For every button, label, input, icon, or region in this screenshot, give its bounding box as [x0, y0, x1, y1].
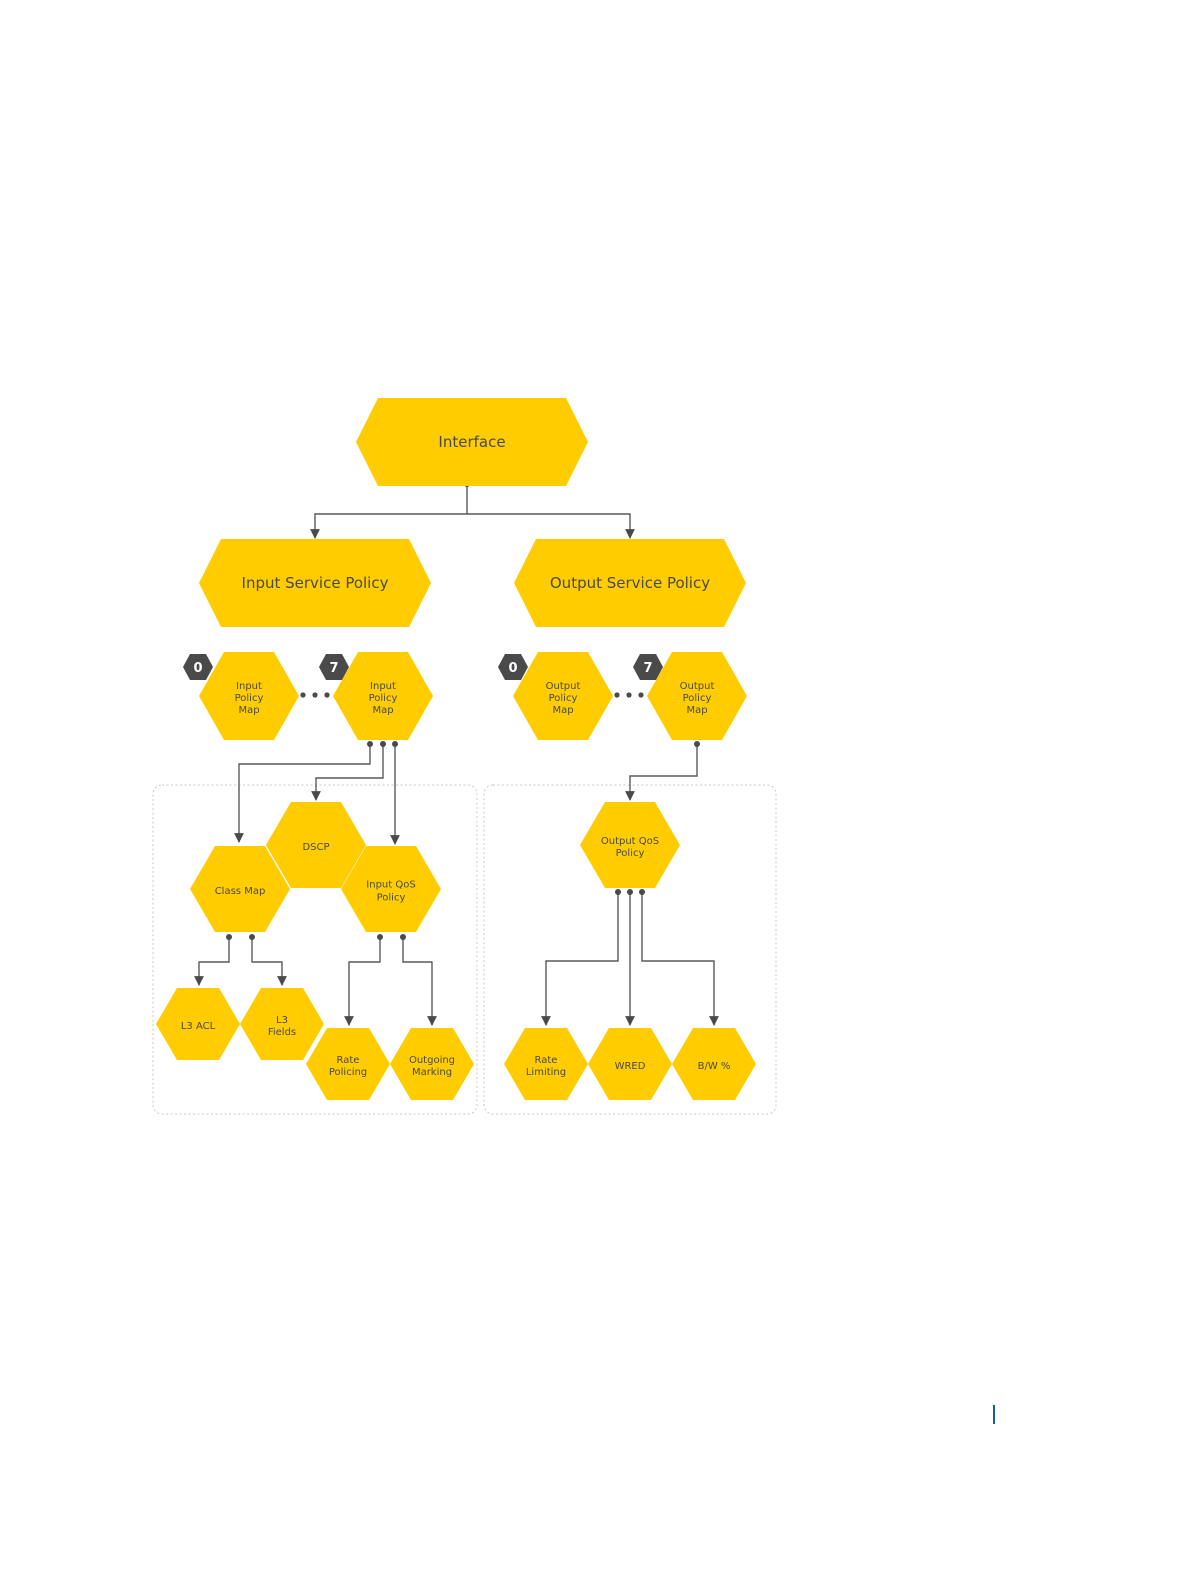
- output-policy-map-first-index-badge: 0: [498, 654, 528, 680]
- l3-fields-label-line: L3: [276, 1015, 288, 1026]
- connector-dot: [392, 741, 398, 747]
- connector-dot: [380, 741, 386, 747]
- l3-fields-label-line: Fields: [268, 1027, 296, 1038]
- output-qos-policy-label-line: Output QoS: [601, 836, 659, 847]
- input-policy-map-first-label-line: Map: [238, 705, 259, 716]
- edge-class-map-to-l3-fields: [252, 937, 282, 985]
- input-policy-map-first-label-line: Policy: [235, 693, 264, 704]
- edge-output-qos-policy-to-bw-percent: [642, 892, 714, 1025]
- edge-output-qos-policy-to-rate-limiting: [546, 892, 618, 1025]
- output-policy-map-last-label-line: Map: [686, 705, 707, 716]
- output-policy-map-first-label-line: Policy: [549, 693, 578, 704]
- rate-limiting-label-line: Rate: [535, 1055, 558, 1066]
- rate-policing-label-line: Rate: [337, 1055, 360, 1066]
- bw-percent-label-line: B/W %: [698, 1061, 731, 1072]
- output-policy-map-first-label-line: Map: [552, 705, 573, 716]
- connector-dot: [377, 934, 383, 940]
- edge-interface-to-input-service-policy: [315, 484, 467, 538]
- output-policy-map-first-index-badge-label: 0: [508, 661, 517, 676]
- connector-dot: [615, 889, 621, 895]
- input-service-policy-label-line: Input Service Policy: [242, 574, 389, 592]
- interface-label-line: Interface: [438, 433, 505, 451]
- input-policy-map-first-index-badge-label: 0: [193, 661, 202, 676]
- input-policy-map-last-label-line: Map: [372, 705, 393, 716]
- node-interface: Interface: [356, 398, 588, 486]
- node-outgoing-marking: OutgoingMarking: [390, 1028, 474, 1100]
- output-policy-map-last-label-line: Output: [680, 681, 715, 692]
- class-map-label-line: Class Map: [215, 886, 266, 897]
- edge-input-policy-map-to-dscp: [316, 744, 383, 800]
- wred-label-line: WRED: [615, 1061, 646, 1072]
- connector-dot: [639, 889, 645, 895]
- input-policy-map-last-label-line: Input: [370, 681, 396, 692]
- node-bw-percent: B/W %: [672, 1028, 756, 1100]
- node-input-service-policy: Input Service Policy: [199, 539, 431, 627]
- connector-dot: [249, 934, 255, 940]
- input-policy-map-first-label-line: Input: [236, 681, 262, 692]
- rate-policing-label-line: Policing: [329, 1067, 367, 1078]
- output-service-policy-label-line: Output Service Policy: [550, 574, 710, 592]
- page-margin-marker: [993, 1405, 995, 1424]
- output-qos-policy-label-line: Policy: [616, 848, 645, 859]
- input-qos-policy-label-line: Policy: [377, 893, 406, 904]
- connector-dot: [694, 741, 700, 747]
- node-output-service-policy: Output Service Policy: [514, 539, 746, 627]
- output-policy-map-ellipsis: [614, 692, 643, 697]
- node-l3-acl: L3 ACL: [156, 988, 240, 1060]
- l3-acl-label-line: L3 ACL: [181, 1021, 216, 1032]
- edge-class-map-to-l3-acl: [199, 937, 229, 985]
- input-policy-map-first-index-badge: 0: [183, 654, 213, 680]
- edge-input-qos-policy-to-rate-policing: [349, 937, 380, 1025]
- connector-dot: [226, 934, 232, 940]
- output-policy-map-first-label-line: Output: [546, 681, 581, 692]
- outgoing-marking-label-line: Outgoing: [409, 1055, 455, 1066]
- connector-dot: [367, 741, 373, 747]
- node-wred: WRED: [588, 1028, 672, 1100]
- input-policy-map-last-label-line: Policy: [369, 693, 398, 704]
- dscp-label-line: DSCP: [302, 842, 329, 853]
- edge-interface-to-output-service-policy: [467, 514, 630, 538]
- connector-dot: [400, 934, 406, 940]
- output-policy-map-last-index-badge-label: 7: [643, 661, 652, 676]
- input-qos-policy-label-line: Input QoS: [366, 880, 415, 891]
- output-policy-map-last-label-line: Policy: [683, 693, 712, 704]
- outgoing-marking-label-line: Marking: [412, 1067, 452, 1078]
- edge-input-qos-policy-to-outgoing-marking: [403, 937, 432, 1025]
- connector-dot: [627, 889, 633, 895]
- input-policy-map-ellipsis: [300, 692, 329, 697]
- edge-output-policy-map-to-output-qos-policy: [630, 744, 697, 800]
- rate-limiting-label-line: Limiting: [526, 1067, 566, 1078]
- input-policy-map-last-index-badge-label: 7: [329, 661, 338, 676]
